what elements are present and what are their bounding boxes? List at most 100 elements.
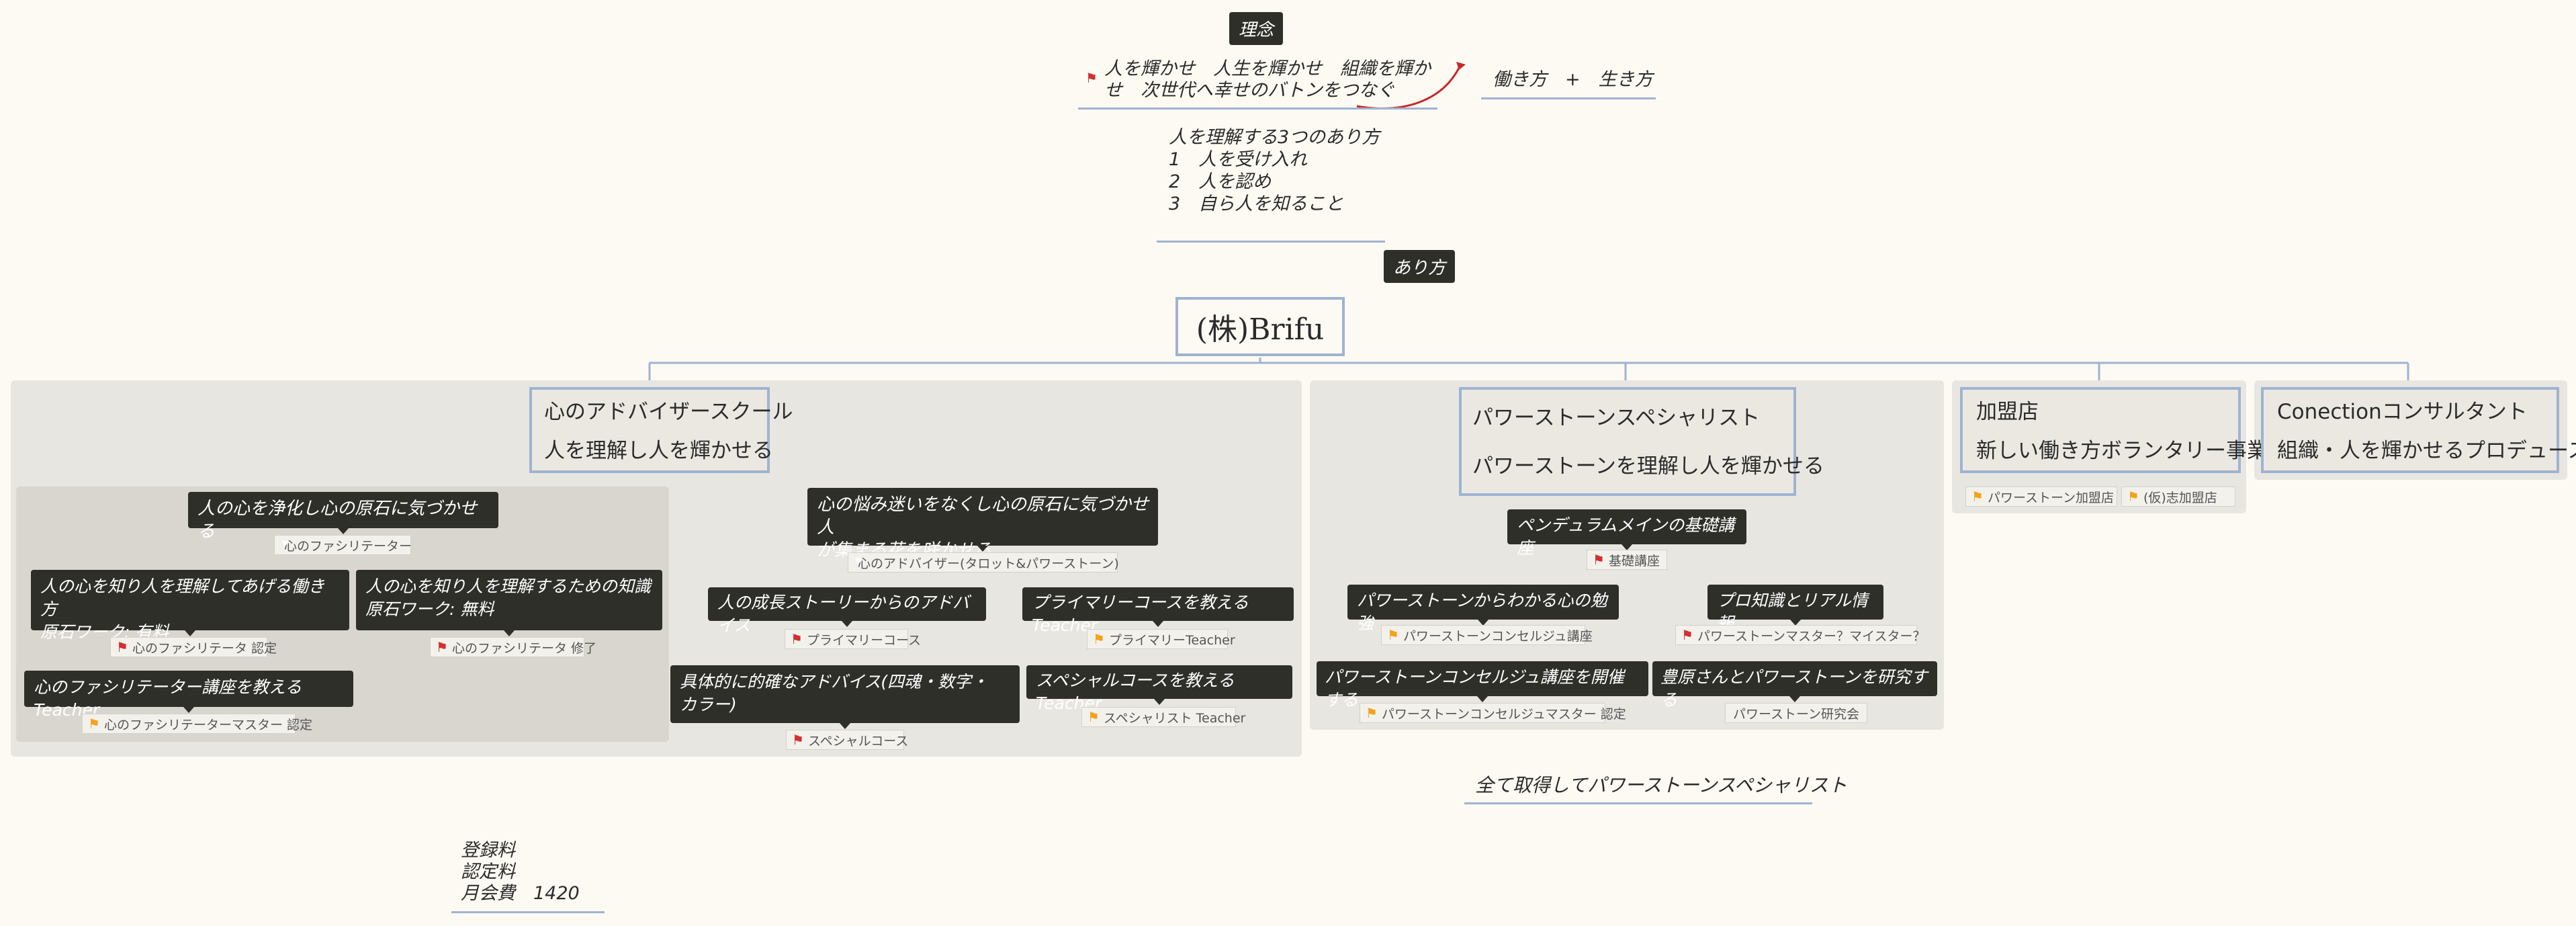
chip-label: パワーストーンコンセルジュマスター 認定 <box>1381 706 1626 722</box>
chip-ps-5: パワーストーン研究会 <box>1725 703 1867 723</box>
chip-school-r3: ⚑プライマリーTeacher <box>1087 629 1235 649</box>
kamei-title[interactable]: 加盟店 新しい働き方ボランタリー事業 <box>1960 387 2268 473</box>
node-label: スペシャルコースを教えるTeacher <box>1036 671 1235 713</box>
chip-label: プライマリーTeacher <box>1108 632 1235 648</box>
flag-icon: ⚑ <box>1093 631 1105 647</box>
node-school-r4[interactable]: 具体的に的確なアドバイス(四魂・数字・ カラー) <box>670 665 1020 729</box>
kamei-title-line2: 新しい働き方ボランタリー事業 <box>1976 439 2268 463</box>
fees-text: 登録料 認定料 月会費 1420 <box>461 840 580 904</box>
chip-label: パワーストーンコンセルジュ講座 <box>1403 628 1593 644</box>
node-label: プライマリーコースを教えるTeacher <box>1032 593 1249 635</box>
rinen-tag: 理念 <box>1229 12 1284 45</box>
chip-kamei-1: ⚑パワーストーン加盟店 <box>1965 487 2117 507</box>
arikata-line: 人を理解する3つのあり方 <box>1169 127 1380 148</box>
node-label-line1: 人の心を知り人を理解してあげる働き方 <box>40 577 325 619</box>
node-school-l2[interactable]: 人の心を知り人を理解してあげる働き方 原石ワーク: 有料 <box>31 570 349 642</box>
powerstone-footer: 全て取得してパワーストーンスペシャリスト <box>1475 774 1847 796</box>
arikata-line: 3 自ら人を知ること <box>1169 194 1344 214</box>
flag-icon: ⚑ <box>792 732 804 748</box>
root-node[interactable]: (株)Brifu <box>1175 297 1345 356</box>
rinen-text-line1: 人を輝かせ 人生を輝かせ 組織を輝か <box>1104 58 1431 79</box>
chip-school-r2: ⚑プライマリーコース <box>785 629 921 649</box>
node-label: プロ知識とリアル情報 <box>1717 591 1868 633</box>
root-label: (株)Brifu <box>1196 312 1325 347</box>
flag-icon: ⚑ <box>1087 709 1100 725</box>
node-school-l4[interactable]: 心のファシリテーター講座を教えるTeacher <box>24 671 353 720</box>
flag-icon: ⚑ <box>88 716 100 732</box>
node-label: 人の成長ストーリーからのアドバイス <box>717 593 970 635</box>
node-label-line1: 具体的に的確なアドバイス(四魂・数字・ <box>680 672 989 691</box>
school-title[interactable]: 心のアドバイザースクール 人を理解し人を輝かせる <box>529 387 793 473</box>
flag-icon: ⚑ <box>1085 70 1098 86</box>
arikata-tag: あり方 <box>1384 250 1456 283</box>
flag-icon: ⚑ <box>1366 705 1378 721</box>
chip-school-r4: ⚑スペシャルコース <box>786 730 908 750</box>
chip-school-l4: ⚑心のファシリテーターマスター 認定 <box>82 714 312 734</box>
chip-ps-1: ⚑基礎講座 <box>1587 550 1667 570</box>
chip-label: パワーストーンマスター？マイスター？ <box>1697 628 1926 644</box>
fee-line: 登録料 <box>461 840 515 861</box>
node-school-l1[interactable]: 人の心を浄化し心の原石に気づかせる <box>188 492 498 542</box>
flag-icon: ⚑ <box>1971 489 1984 505</box>
node-label: パワーストーンからわかる心の勉強 <box>1357 591 1607 633</box>
chip-label: パワーストーン研究会 <box>1732 706 1860 722</box>
flag-icon: ⚑ <box>1681 627 1693 643</box>
node-ps-1[interactable]: ペンデュラムメインの基礎講座 <box>1507 509 1746 558</box>
node-label-line2: カラー) <box>680 695 737 714</box>
flag-icon: ⚑ <box>1387 627 1399 643</box>
chip-label: 心のファシリテータ 修了 <box>451 640 596 656</box>
node-label: ペンデュラムメインの基礎講座 <box>1517 515 1735 558</box>
node-school-r3[interactable]: プライマリーコースを教えるTeacher <box>1022 587 1294 635</box>
chip-label: スペシャルコース <box>807 733 909 749</box>
node-ps-4[interactable]: パワーストーンコンセルジュ講座を開催する <box>1317 661 1648 710</box>
flag-icon: ⚑ <box>436 639 448 655</box>
node-ps-3[interactable]: プロ知識とリアル情報 <box>1707 585 1883 633</box>
node-label: パワーストーンコンセルジュ講座を開催する <box>1325 667 1624 710</box>
flag-icon: ⚑ <box>1593 552 1605 568</box>
node-ps-5[interactable]: 豊原さんとパワーストーンを研究する <box>1652 661 1937 710</box>
fee-line: 月会費 1420 <box>461 883 580 904</box>
chip-school-l2: ⚑心のファシリテータ 認定 <box>110 637 277 657</box>
node-school-r1[interactable]: 心の悩み迷いをなくし心の原石に気づかせ人 が集まる花を咲かせる <box>807 488 1158 560</box>
rinen-text-line2: せ 次世代へ幸せのバトンをつなぐ <box>1104 80 1395 101</box>
chip-label: 心のファシリテータ 認定 <box>132 640 277 656</box>
chip-school-l1: 心のファシリテーター <box>274 535 412 555</box>
node-school-r5[interactable]: スペシャルコースを教えるTeacher <box>1026 665 1292 713</box>
chip-ps-3: ⚑パワーストーンマスター？マイスター？ <box>1675 625 1925 645</box>
chip-label: 心のファシリテーター <box>284 538 412 554</box>
chip-ps-2: ⚑パワーストーンコンセルジュ講座 <box>1381 625 1593 645</box>
chip-label: 基礎講座 <box>1608 553 1660 569</box>
consult-title[interactable]: Conectionコンサルタント 組織・人を輝かせるプロデュース <box>2261 387 2576 473</box>
powerstone-title-line1: パワーストーンスペシャリスト <box>1472 406 1761 430</box>
node-label: 豊原さんとパワーストーンを研究する <box>1660 667 1928 710</box>
chip-school-r1: 心のアドバイザー(タロット&パワーストーン) <box>848 552 1119 573</box>
flag-icon: ⚑ <box>116 639 128 655</box>
chip-label: 心のファシリテーターマスター 認定 <box>103 717 312 732</box>
node-school-r2[interactable]: 人の成長ストーリーからのアドバイス <box>708 587 986 635</box>
school-title-line2: 人を理解し人を輝かせる <box>544 439 773 463</box>
powerstone-title-line2: パワーストーンを理解し人を輝かせる <box>1472 454 1824 478</box>
chip-school-l3: ⚑心のファシリテータ 修了 <box>430 637 596 657</box>
node-label-line1: 人の心を知り人を理解するための知識 <box>365 577 652 596</box>
chip-label: (仮)志加盟店 <box>2143 490 2217 505</box>
hataraki-text: 働き方 + 生き方 <box>1493 69 1653 90</box>
chip-kamei-2: ⚑ (仮)志加盟店 <box>2121 487 2235 507</box>
arikata-line: 2 人を認め <box>1169 171 1272 192</box>
fee-line: 認定料 <box>461 861 515 882</box>
node-ps-2[interactable]: パワーストーンからわかる心の勉強 <box>1347 585 1619 633</box>
flag-icon: ⚑ <box>2127 489 2139 505</box>
flag-icon: ⚑ <box>791 631 803 647</box>
node-label: 心のファシリテーター講座を教えるTeacher <box>34 677 302 720</box>
consult-title-line1: Conectionコンサルタント <box>2277 400 2528 424</box>
chip-ps-4: ⚑パワーストーンコンセルジュマスター 認定 <box>1360 703 1626 723</box>
powerstone-title[interactable]: パワーストーンスペシャリスト パワーストーンを理解し人を輝かせる <box>1459 387 1824 496</box>
node-school-l3[interactable]: 人の心を知り人を理解するための知識 原石ワーク: 無料 <box>356 570 662 636</box>
chip-label: 心のアドバイザー(タロット&パワーストーン) <box>858 556 1119 571</box>
chip-label: スペシャリスト Teacher <box>1103 710 1246 726</box>
consult-title-line2: 組織・人を輝かせるプロデュース <box>2277 439 2576 463</box>
node-label-line2: 原石ワーク: 無料 <box>365 599 494 619</box>
arikata-line: 1 人を受け入れ <box>1169 149 1308 170</box>
chip-school-r5: ⚑スペシャリスト Teacher <box>1081 707 1245 727</box>
chip-label: プライマリーコース <box>806 632 921 648</box>
chip-label: パワーストーン加盟店 <box>1987 490 2115 505</box>
